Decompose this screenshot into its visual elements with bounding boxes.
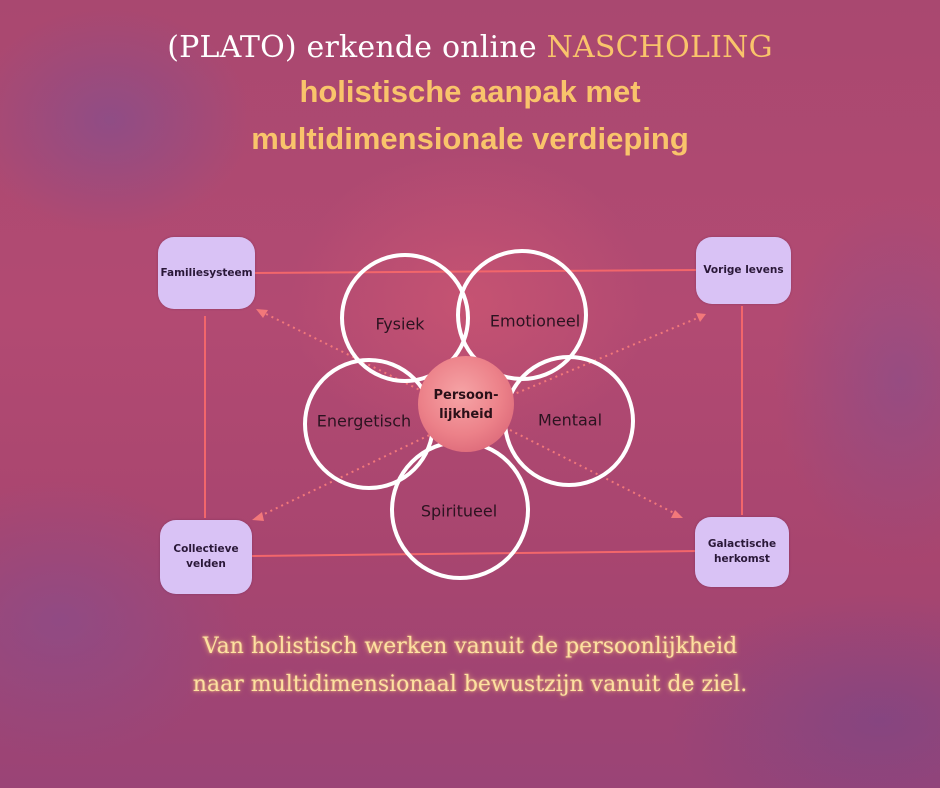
footer-line-1: Van holistisch werken vanuit de persoonl… [202,634,738,659]
circle-label-energetisch: Energetisch [316,411,412,431]
box-label: Vorige levens [703,264,784,277]
header-line-2: holistische aanpak met [299,74,641,109]
circle-label-emotioneel: Emotioneel [489,311,581,331]
circle-label-spiritueel: Spiritueel [420,501,498,521]
circle-label-mentaal: Mentaal [537,410,603,430]
dotted-arrows [257,311,701,518]
arrow-head-icon [252,512,264,521]
arrow-head-icon [671,510,683,518]
header-accent: NASCHOLING [546,30,773,65]
arrow-head-icon [696,313,706,322]
header-prefix: (PLATO) erkende online [167,30,547,65]
box-vorige-levens: Vorige levens [696,237,791,304]
footer-line-2: naar multidimensionaal bewustzijn vanuit… [192,672,748,697]
header-line-1: (PLATO) erkende online NASCHOLING [0,30,940,65]
center-circle [418,356,514,452]
arrow-head-icon [256,309,268,318]
center-label: Persoon- lijkheid [433,387,498,425]
box-label: Collectieve velden [173,543,239,570]
center-label-line-1: Persoon- [433,388,499,404]
circle-label-fysiek: Fysiek [375,314,425,334]
header-line-3: multidimensionale verdieping [251,121,689,156]
box-familiesysteem: Familiesysteem [158,237,255,309]
center-label-line-2: lijkheid [439,407,493,422]
box-galactische-herkomst: Galactische herkomst [695,517,789,587]
box-collectieve-velden: Collectieve velden [160,520,252,594]
arrow-heads [252,309,706,521]
box-label: Familiesysteem [160,266,253,279]
box-label: Galactische herkomst [707,538,777,565]
